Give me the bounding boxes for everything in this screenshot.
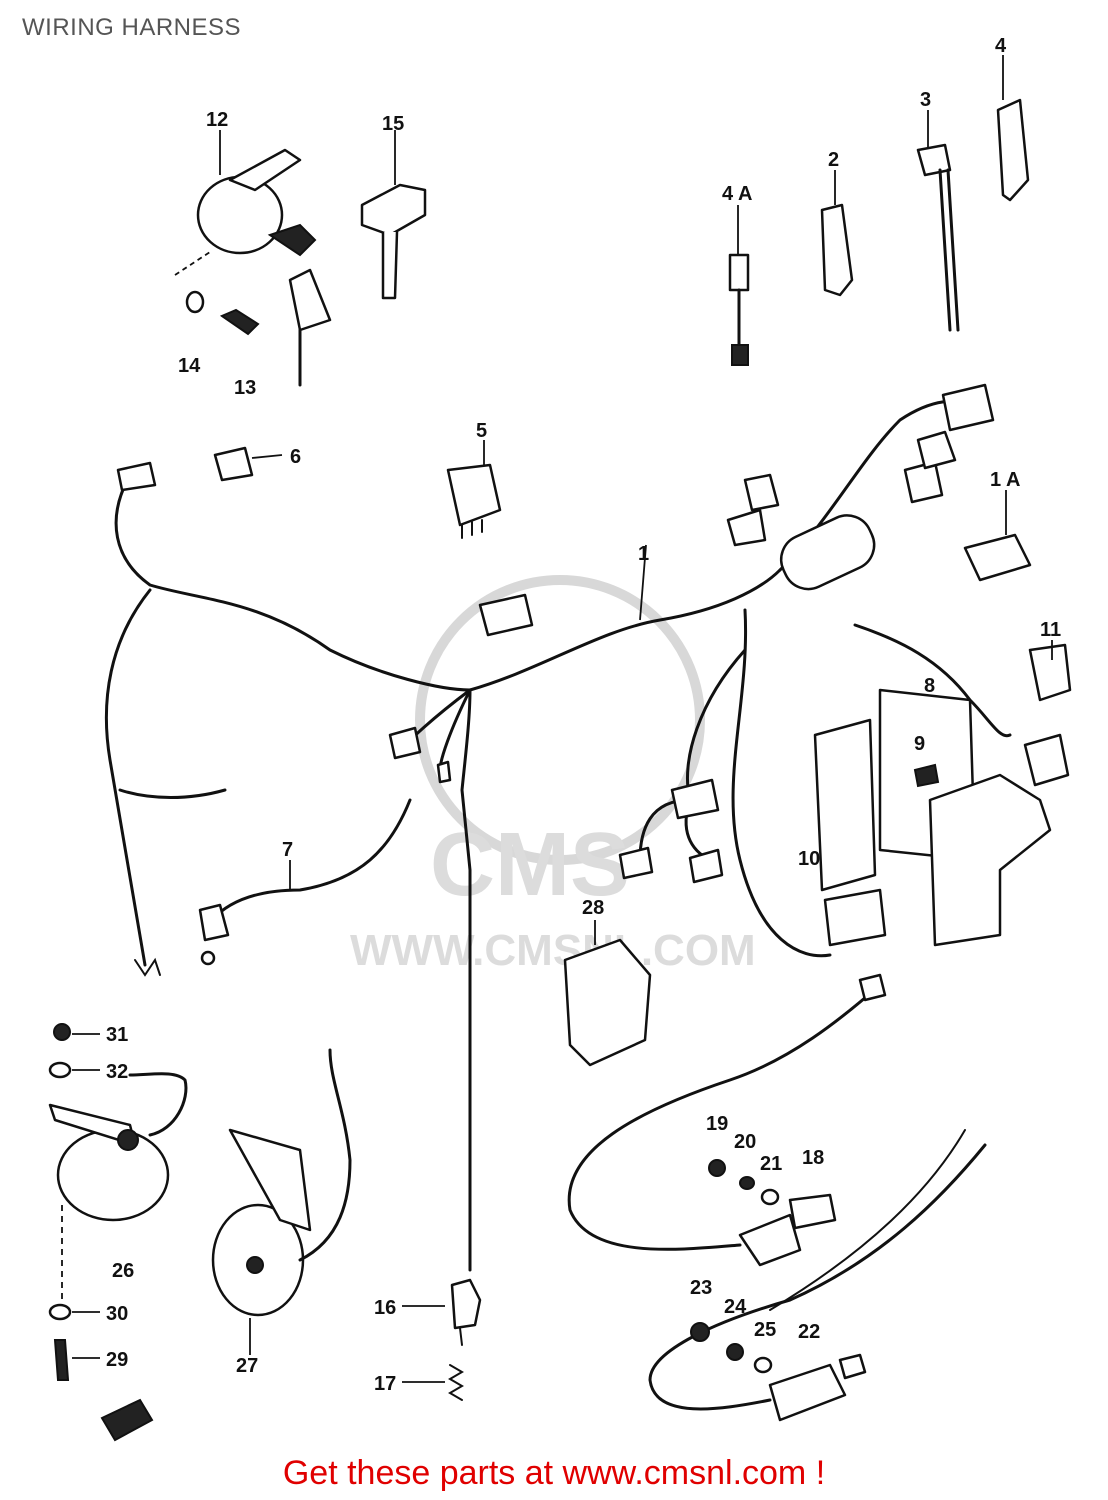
part-label-10: 10 xyxy=(798,848,820,870)
relay-28-part[interactable] xyxy=(563,920,652,1067)
part-label-31: 31 xyxy=(106,1024,128,1046)
clip-6-part[interactable] xyxy=(213,446,283,482)
clamp-3-part[interactable] xyxy=(916,110,960,332)
part-label-2: 2 xyxy=(828,149,839,171)
bolt-29[interactable] xyxy=(53,1339,70,1381)
screw-23[interactable] xyxy=(690,1322,710,1342)
part-label-9: 9 xyxy=(914,733,925,755)
washer-32[interactable] xyxy=(48,1061,72,1079)
part-label-15: 15 xyxy=(382,113,404,135)
part-label-19: 19 xyxy=(706,1113,728,1135)
washer-25[interactable] xyxy=(753,1356,773,1374)
part-label-6: 6 xyxy=(290,446,301,468)
regulator-plate-8-part[interactable] xyxy=(853,623,1072,947)
ignition-switch-part[interactable] xyxy=(174,148,332,387)
nut-31[interactable] xyxy=(53,1023,71,1041)
part-label-1a: 1 A xyxy=(990,469,1020,491)
part-label-3: 3 xyxy=(920,89,931,111)
part-label-8: 8 xyxy=(924,675,935,697)
washer-30[interactable] xyxy=(48,1303,72,1321)
switch-18-part[interactable] xyxy=(567,973,887,1267)
part-label-4: 4 xyxy=(995,35,1007,57)
leaders-hardware xyxy=(72,1033,100,1359)
watermark-logo: CMS xyxy=(430,815,630,915)
washer-24[interactable] xyxy=(726,1343,744,1361)
spring-17-part[interactable] xyxy=(448,1364,464,1401)
wiring-harness-part[interactable] xyxy=(104,383,995,1272)
exploded-parts-diagram: CMS WWW.CMSNL.COM 12 14 13 15 4 A 2 xyxy=(48,35,1072,1442)
leader-1 xyxy=(639,544,647,621)
part-label-21: 21 xyxy=(760,1153,782,1175)
rectifier-unit-part[interactable] xyxy=(813,718,940,947)
part-label-4a: 4 A xyxy=(722,183,752,205)
part-label-18: 18 xyxy=(802,1147,824,1169)
horn-26-part[interactable] xyxy=(48,1072,188,1222)
part-label-24: 24 xyxy=(724,1296,747,1318)
part-label-20: 20 xyxy=(734,1131,756,1153)
part-label-25: 25 xyxy=(754,1319,776,1341)
washer-20[interactable] xyxy=(739,1176,755,1190)
part-label-16: 16 xyxy=(374,1297,396,1319)
tag-marker xyxy=(100,1398,154,1442)
part-label-32: 32 xyxy=(106,1061,128,1083)
part-label-13: 13 xyxy=(234,377,256,399)
screw-19[interactable] xyxy=(708,1159,726,1177)
key-part[interactable] xyxy=(360,183,427,300)
part-label-22: 22 xyxy=(798,1321,820,1343)
part-label-11: 11 xyxy=(1040,619,1061,641)
watermark-site: WWW.CMSNL.COM xyxy=(350,926,756,975)
part-label-7: 7 xyxy=(282,839,293,861)
bracket-4-part[interactable] xyxy=(996,55,1030,202)
part-label-12: 12 xyxy=(206,109,228,131)
part-label-14: 14 xyxy=(178,355,201,377)
switch-16-part[interactable] xyxy=(450,1278,482,1346)
part-label-1: 1 xyxy=(638,543,649,565)
connector-1a-part[interactable] xyxy=(963,490,1032,582)
footer-link[interactable]: Get these parts at www.cmsnl.com ! xyxy=(282,1454,826,1492)
lead-wire-7-part[interactable] xyxy=(198,903,230,966)
page-title: WIRING HARNESS xyxy=(22,14,242,41)
part-label-5: 5 xyxy=(476,420,487,442)
relay-5-part[interactable] xyxy=(446,440,502,539)
footer-banner[interactable]: Get these parts at www.cmsnl.com ! xyxy=(0,1454,1108,1493)
part-label-28: 28 xyxy=(582,897,604,919)
watermark: CMS WWW.CMSNL.COM xyxy=(350,575,756,975)
terminal-4a-part[interactable] xyxy=(728,205,750,366)
part-label-29: 29 xyxy=(106,1349,128,1371)
part-label-26: 26 xyxy=(112,1260,134,1282)
switch-22-part[interactable] xyxy=(648,1129,987,1422)
part-label-27: 27 xyxy=(236,1355,258,1377)
part-label-23: 23 xyxy=(690,1277,712,1299)
part-label-30: 30 xyxy=(106,1303,128,1325)
part-label-17: 17 xyxy=(374,1373,396,1395)
horn-27-part[interactable] xyxy=(211,1048,352,1317)
washer-21[interactable] xyxy=(760,1188,780,1206)
terminal-2-part[interactable] xyxy=(820,170,854,297)
leaders-16-17 xyxy=(402,1305,445,1383)
